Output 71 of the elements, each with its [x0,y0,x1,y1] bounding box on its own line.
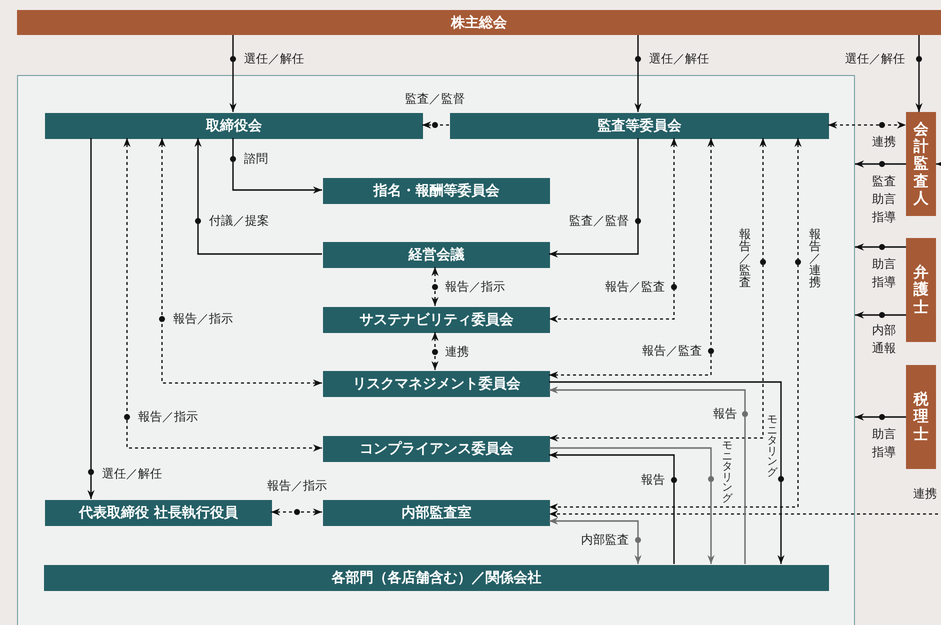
committee-box: 取締役会 [45,113,423,139]
edge-label: 報告／指示 [444,278,506,296]
edge-label: 報告／監査 [604,278,666,296]
dashed-arrow [549,138,715,379]
edge-label: モニタリング [722,440,732,504]
edge-label: 選任／解任 [101,466,163,482]
arrow [549,451,675,564]
arrow [549,517,642,564]
arrow [549,381,785,564]
committee-box: 指名・報酬等委員会 [323,178,550,204]
arrow [549,138,639,258]
edge-label: 付議／提案 [208,212,270,230]
arrow [232,138,322,194]
arrow [194,138,322,255]
edge-label: 報告 [640,472,666,488]
committee-box: コンプライアンス委員会 [323,436,550,462]
edge-label: 報告／指示 [137,408,199,426]
advisor-box: 弁護士 [906,238,936,342]
edge-label: 連携 [912,486,938,502]
arrow [87,138,95,499]
edge-label: 内部監査 [580,532,630,548]
dashed-arrow [549,510,941,518]
arrow [855,413,906,421]
edge-label: 監査助言指導 [871,172,897,226]
arrow [549,447,715,564]
edge-label: 報告／指示 [266,478,328,494]
advisor-box: 税理士 [906,365,936,469]
dashed-arrow [123,138,322,452]
committee-box: サステナビリティ委員会 [323,307,550,333]
edge-label: モニタリング [766,414,778,478]
dashed-arrow [549,138,802,511]
dashed-arrow [431,332,439,370]
arrow [855,311,906,319]
committee-box: 経営会議 [323,242,550,268]
edge-label: 選任／解任 [648,50,710,68]
advisor-box: 会計監査人 [906,112,936,216]
edge-label: 選任／解任 [243,50,305,68]
committee-box: リスクマネジメント委員会 [323,371,550,397]
edge-label: 報告 [712,406,738,422]
dashed-arrow [271,508,322,516]
edge-label: 報告／監査 [641,342,703,360]
arrow [855,160,906,168]
edge-label: 助言指導 [871,425,897,461]
dashed-arrow [828,121,906,129]
edge-label: 報告／指示 [172,310,234,328]
dashed-arrow [549,138,767,442]
edge-label: 監査／監督 [404,90,466,108]
dashed-arrow [422,121,449,129]
arrow [634,35,642,112]
committee-box: 内部監査室 [323,500,550,526]
edge-label: 選任／解任 [844,50,906,68]
arrow [549,386,746,564]
committee-box: 監査等委員会 [450,113,829,139]
committee-box: 代表取締役 社長執行役員 [45,500,272,526]
edge-label: 報告／連携 [809,227,821,289]
edge-label: 監査／監督 [568,212,630,230]
arrow [229,35,237,112]
arrow [915,35,923,112]
dashed-arrow [549,138,678,323]
company-panel [17,75,855,625]
edge-label: 報告／監査 [739,227,751,289]
edge-label: 諮問 [243,150,269,168]
dashed-arrow [431,267,439,306]
edge-label: 助言指導 [871,255,897,291]
committee-box: 各部門（各店舗含む）／関係会社 [44,565,829,591]
edge-label: 連携 [871,134,897,150]
edge-label: 連携 [444,344,470,360]
dashed-arrow [158,138,322,387]
arrow [855,243,906,251]
meeting-bar: 株主総会 [17,10,941,35]
arrow [936,160,941,168]
